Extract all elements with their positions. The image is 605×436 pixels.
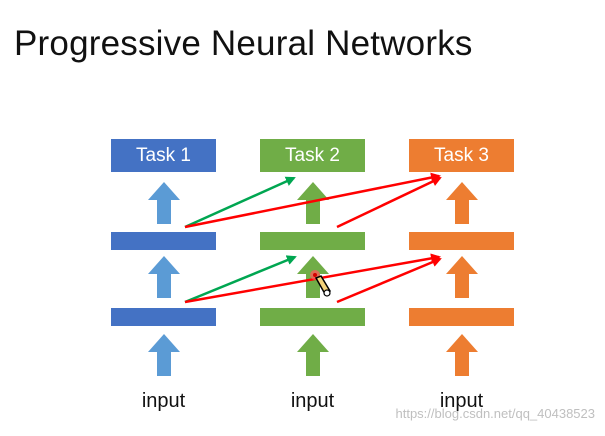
arrow-up-icon: [148, 334, 180, 376]
task-1-box: Task 1: [111, 139, 216, 172]
watermark-url: https://blog.csdn.net/qq_40438523: [395, 406, 596, 421]
column-2-layer-1: [260, 308, 365, 326]
pen-cursor-icon: [306, 266, 336, 302]
task-3-box: Task 3: [409, 139, 514, 172]
lateral-arrow-c2l2-c3l3: [336, 176, 442, 229]
column-3-layer-1: [409, 308, 514, 326]
lateral-arrow-c1l2-c2l3: [184, 176, 296, 229]
column-1-layer-2: [111, 232, 216, 250]
column-1-input-label: input: [141, 390, 186, 412]
arrow-up-icon: [297, 334, 329, 376]
arrow-up-icon: [446, 256, 478, 298]
column-3-layer-2: [409, 232, 514, 250]
slide-title: Progressive Neural Networks: [14, 24, 473, 63]
arrow-up-icon: [148, 182, 180, 224]
lateral-arrow-c1l2-c3l3: [184, 172, 441, 229]
column-3-input-label: input: [439, 390, 484, 412]
arrow-up-icon: [148, 256, 180, 298]
column-1-layer-1: [111, 308, 216, 326]
column-2-layer-2: [260, 232, 365, 250]
lateral-arrow-c2l1-c3l2: [336, 257, 442, 304]
column-2-input-label: input: [290, 390, 335, 412]
arrow-up-icon: [446, 334, 478, 376]
task-2-box: Task 2: [260, 139, 365, 172]
arrow-up-icon: [446, 182, 478, 224]
arrow-up-icon: [297, 182, 329, 224]
lateral-arrow-c1l1-c2l2: [184, 255, 297, 304]
lateral-arrow-c1l1-c3l2: [184, 253, 441, 304]
